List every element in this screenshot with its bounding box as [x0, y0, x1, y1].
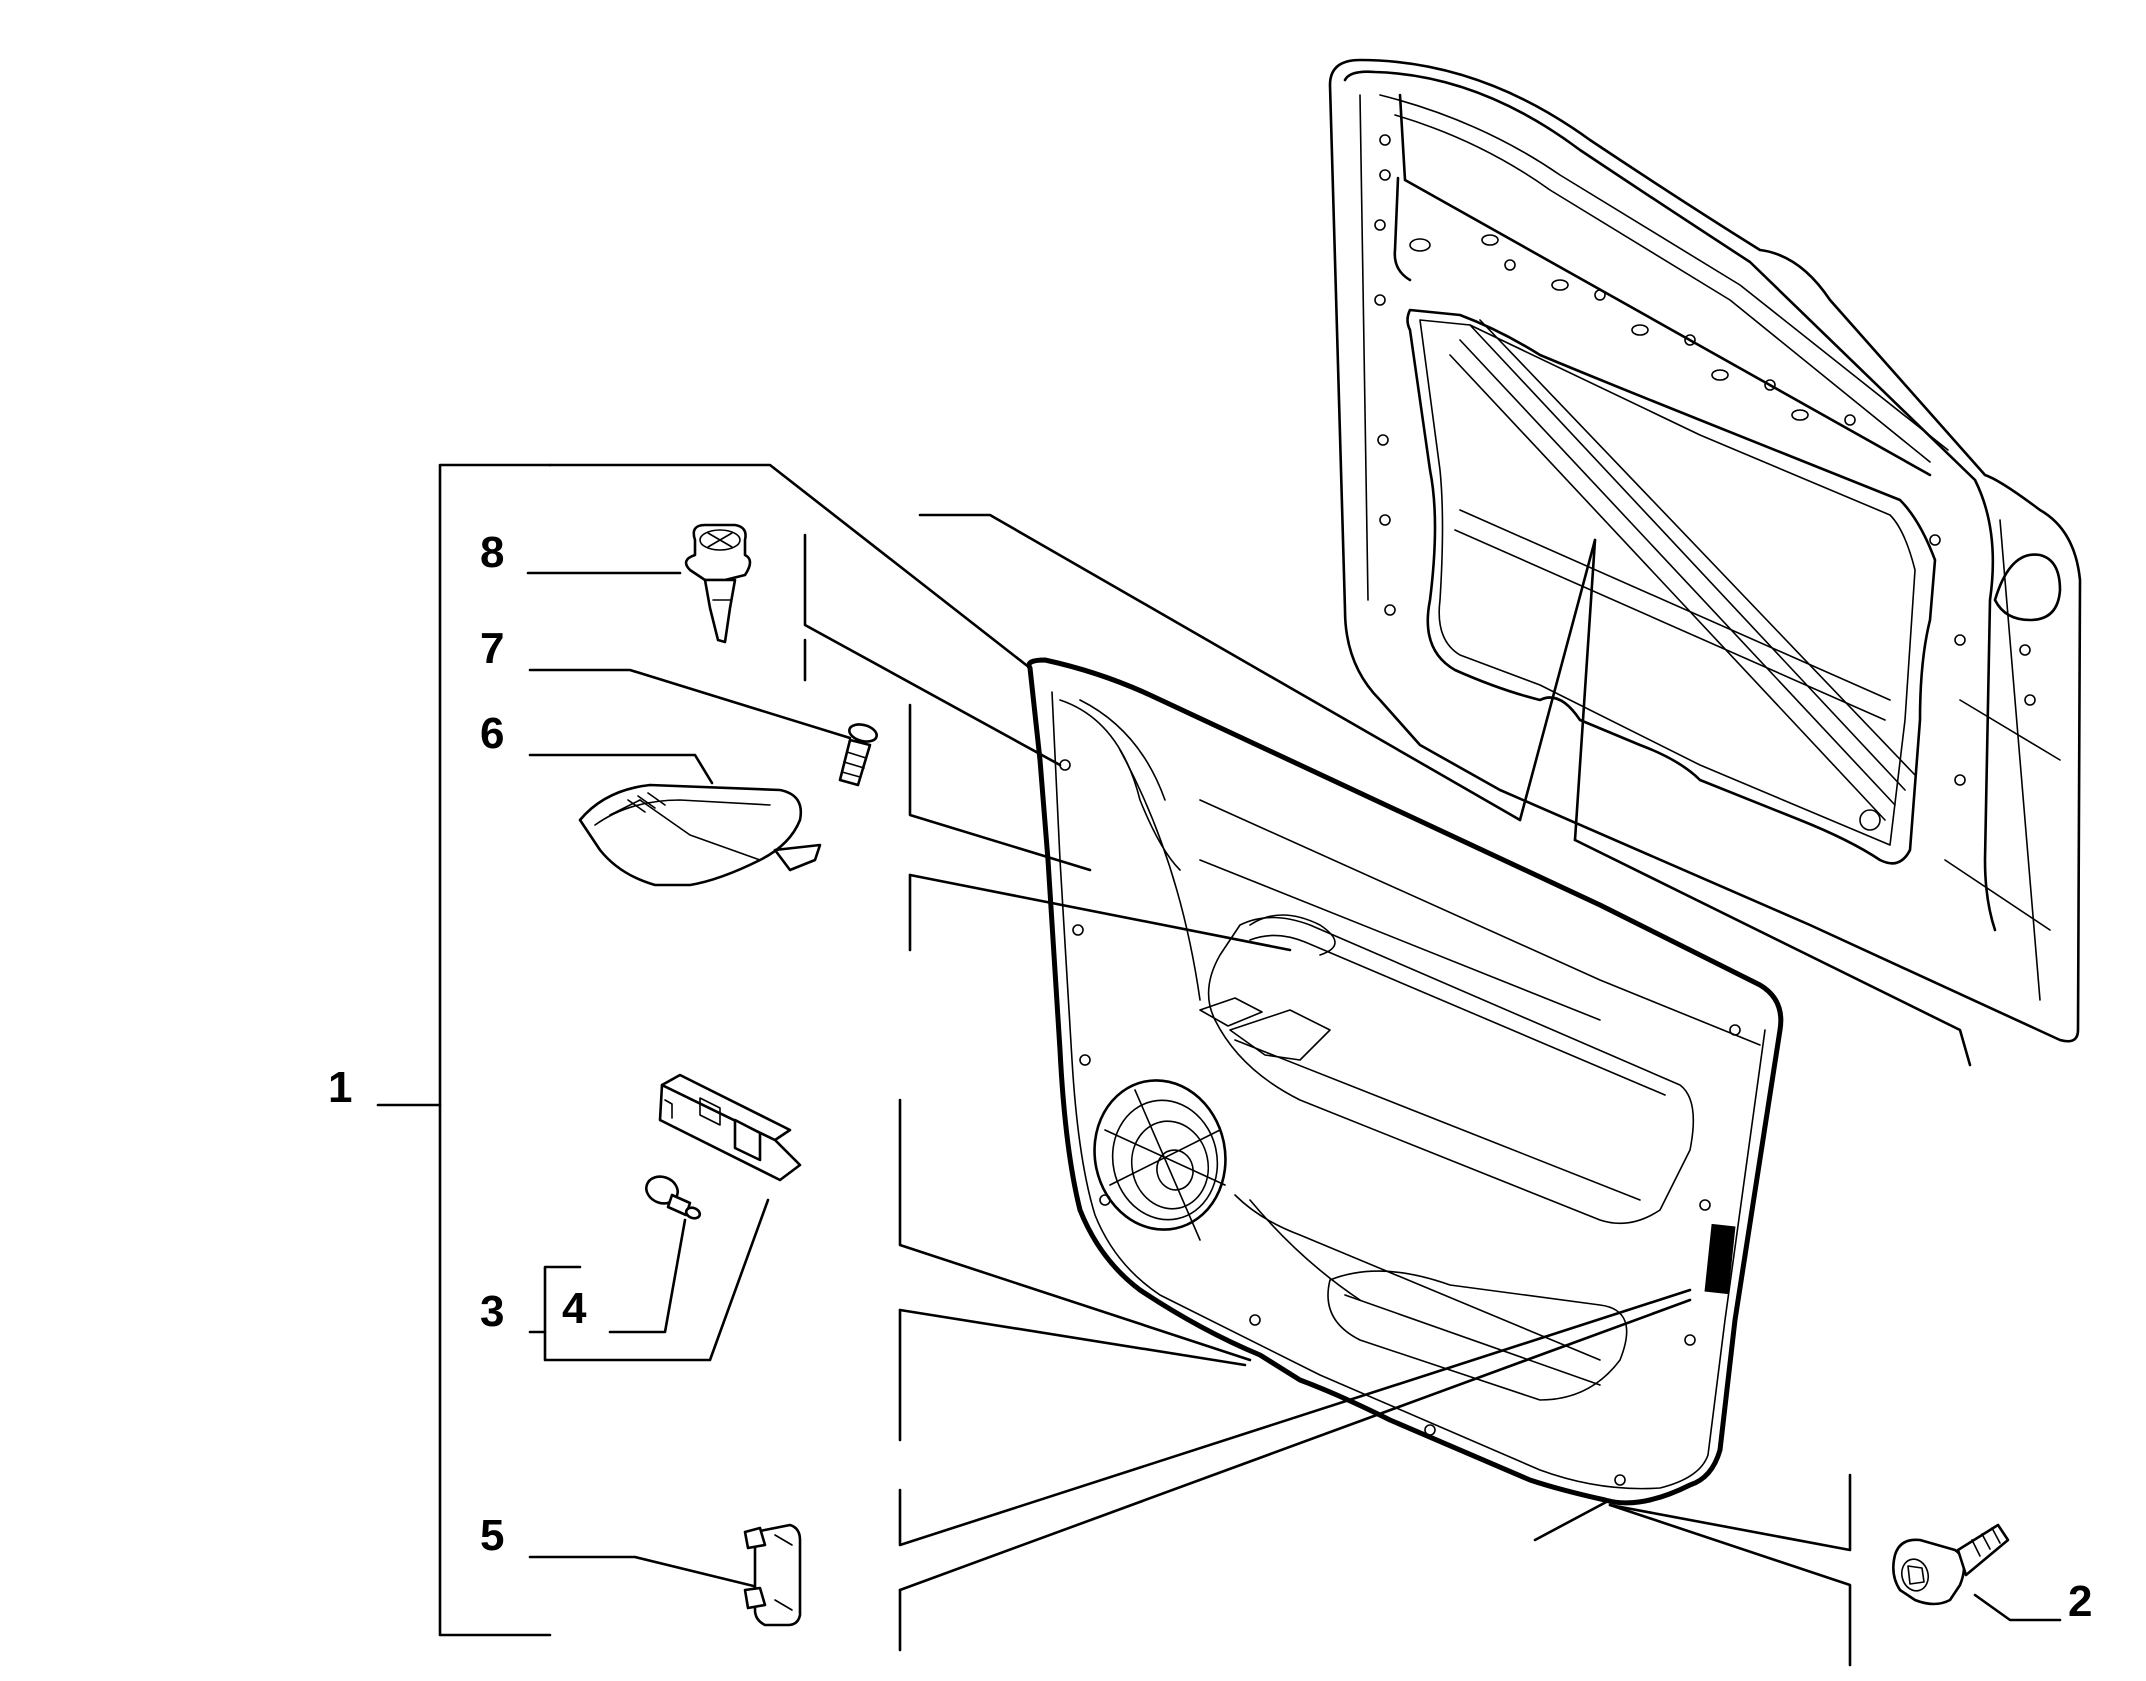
clip-fastener — [684, 523, 752, 644]
cover-plug — [743, 1523, 802, 1627]
callout-6: 6 — [480, 709, 505, 758]
callout-7: 7 — [480, 624, 505, 673]
door-trim-panel — [1026, 657, 1784, 1506]
callout-5: 5 — [480, 1511, 505, 1560]
leader-lines — [376, 463, 2062, 1667]
courtesy-lamp-lens — [578, 783, 822, 887]
door-frame-shell — [1328, 58, 2082, 1043]
lamp-housing — [658, 1073, 802, 1182]
callout-4: 4 — [562, 1284, 587, 1333]
bolt — [1892, 1523, 2010, 1606]
callout-2: 2 — [2068, 1577, 2093, 1626]
callout-8: 8 — [480, 528, 505, 577]
callout-1: 1 — [328, 1063, 353, 1112]
screw — [838, 723, 878, 787]
speaker-grille — [1093, 1079, 1227, 1241]
callout-3: 3 — [480, 1287, 505, 1336]
light-bulb — [645, 1175, 702, 1220]
